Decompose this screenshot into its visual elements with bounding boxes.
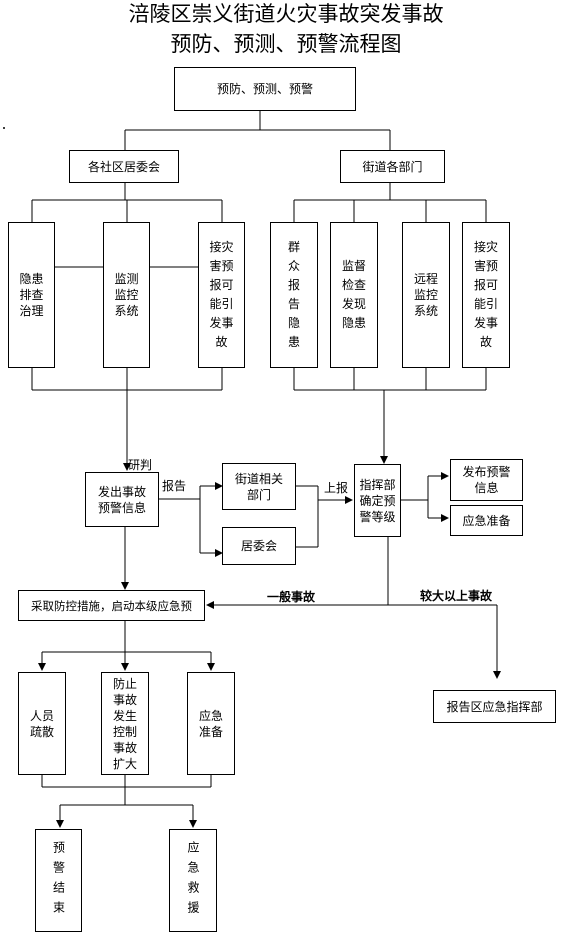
label-upreport: 上报 xyxy=(324,481,349,495)
node-prevention-prediction-warning: 预防、预测、预警 xyxy=(174,67,356,111)
node-emergency-preparation-bottom: 应急准备 xyxy=(187,672,235,775)
node-street-related-departments: 街道相关部门 xyxy=(222,463,296,510)
node-take-measures: 采取防控措施，启动本级应急预 xyxy=(18,590,205,621)
node-issue-warning: 发出事故预警信息 xyxy=(85,472,159,527)
label-judge: 研判 xyxy=(128,458,153,472)
node-public-report: 群众报告隐患 xyxy=(270,222,318,368)
node-community-committees: 各社区居委会 xyxy=(69,150,179,183)
node-hazard-check: 隐患排查治理 xyxy=(8,222,55,368)
node-evacuate: 人员疏散 xyxy=(18,672,66,775)
node-remote-monitor: 远程监控系统 xyxy=(402,222,450,368)
node-publish-warning: 发布预警信息 xyxy=(450,459,523,501)
label-report: 报告 xyxy=(162,479,187,493)
node-report-district-command: 报告区应急指挥部 xyxy=(433,690,556,723)
node-receive-report-left: 接灾害预报可能引发事故 xyxy=(198,222,245,368)
node-residents-committee: 居委会 xyxy=(222,527,296,565)
node-emergency-rescue: 应急救援 xyxy=(169,829,217,932)
node-receive-report-right: 接灾害预报可能引发事故 xyxy=(462,222,510,368)
node-street-departments: 街道各部门 xyxy=(340,150,445,183)
node-supervise-check: 监督检查发现隐患 xyxy=(330,222,378,368)
chart-title-line1: 涪陵区崇义街道火灾事故突发事故 xyxy=(128,2,444,26)
node-emergency-preparation-right: 应急准备 xyxy=(450,505,523,536)
chart-title-line2: 预防、预测、预警流程图 xyxy=(170,32,402,56)
label-general-accident: 一般事故 xyxy=(267,590,316,604)
node-command-confirm-level: 指挥部确定预警等级 xyxy=(354,464,401,537)
node-warning-end: 预警结束 xyxy=(35,829,82,932)
node-prevent-expand: 防止事故发生控制事故扩大 xyxy=(101,672,149,775)
label-major-accident: 较大以上事故 xyxy=(420,589,493,603)
node-monitor-control: 监测监控系统 xyxy=(103,222,150,368)
